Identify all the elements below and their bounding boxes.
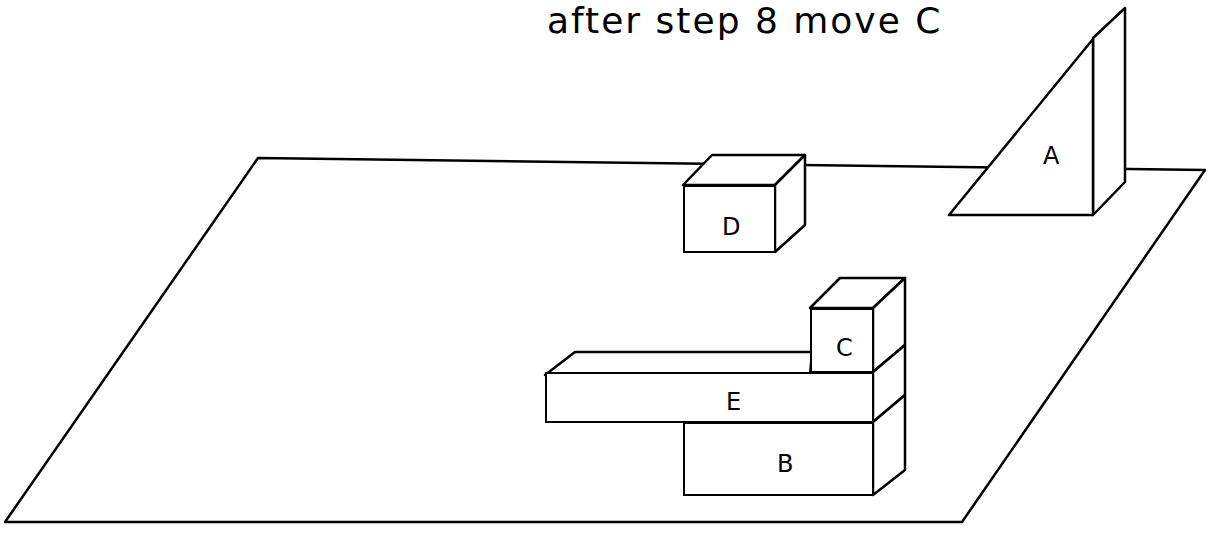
block-letter: A bbox=[1043, 144, 1059, 168]
block-letter: E bbox=[726, 390, 741, 414]
prism-face bbox=[948, 38, 1094, 216]
prism-a: A bbox=[948, 38, 1094, 216]
block-letter: D bbox=[722, 215, 740, 239]
block-letter: B bbox=[777, 452, 793, 476]
block-c: C bbox=[810, 308, 874, 373]
block-d-side bbox=[775, 155, 805, 252]
block-b-side bbox=[873, 395, 905, 495]
prism-a-back bbox=[1093, 8, 1125, 215]
block-e: E bbox=[545, 372, 874, 423]
block-letter: C bbox=[836, 336, 853, 360]
title: after step 8 move C bbox=[547, 0, 942, 41]
block-b: B bbox=[683, 422, 874, 496]
block-d: D bbox=[683, 185, 776, 253]
